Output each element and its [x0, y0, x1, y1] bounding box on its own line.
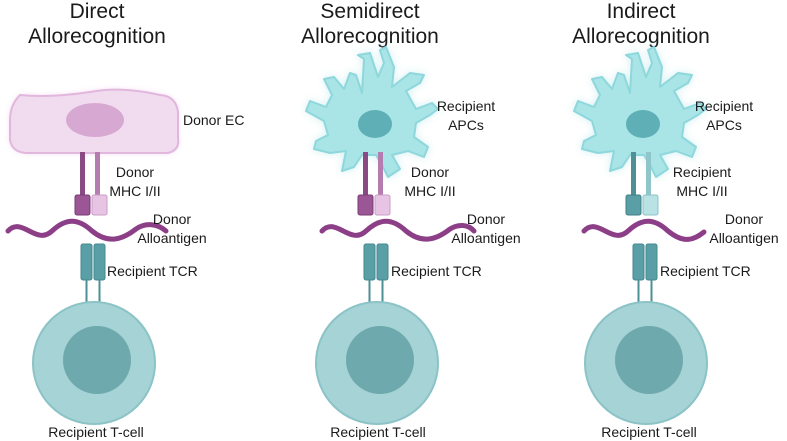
antigen-label-line2: Alloantigen — [137, 230, 206, 246]
tcell-label: Recipient T-cell — [601, 424, 696, 440]
nucleus — [346, 326, 414, 394]
nucleus — [63, 326, 131, 394]
mhc-label-line2: MHC I/II — [109, 183, 160, 199]
tcr-label: Recipient TCR — [391, 263, 482, 279]
antigen-label-line1: Donor — [725, 211, 763, 227]
panel-title-line1: Direct — [70, 0, 125, 23]
donor-mhc — [74, 152, 108, 216]
tcr-label: Recipient TCR — [660, 263, 751, 279]
panel-title-line2: Allorecognition — [301, 25, 439, 48]
t-cell — [315, 301, 439, 425]
nucleus — [615, 326, 683, 394]
mhc-label-line2: MHC I/II — [676, 183, 727, 199]
tcell-label: Recipient T-cell — [48, 424, 143, 440]
mhc-label-line1: Recipient — [673, 164, 731, 180]
mhc-label-line1: Donor — [116, 164, 154, 180]
alloantigen-strand — [581, 218, 707, 242]
tcr-receptor — [80, 243, 106, 313]
panel-semidirect: Semidirect Allorecognition Recipient APC… — [301, 0, 521, 440]
nucleus — [358, 110, 392, 138]
presenting-cell-label-line1: Recipient — [437, 98, 495, 114]
presenting-cell-label: Donor EC — [183, 112, 244, 128]
antigen-label-line2: Alloantigen — [709, 230, 778, 246]
donor-endothelial-cell — [9, 88, 180, 154]
panel-title-line2: Allorecognition — [572, 25, 710, 48]
antigen-label-line1: Donor — [153, 211, 191, 227]
recipient-mhc — [625, 152, 659, 216]
presenting-cell-label-line1: Recipient — [695, 98, 753, 114]
tcell-label: Recipient T-cell — [330, 424, 425, 440]
recipient-apc-cell — [573, 46, 707, 178]
t-cell — [32, 301, 156, 425]
antigen-label-line1: Donor — [467, 211, 505, 227]
panel-title-line2: Allorecognition — [28, 25, 166, 48]
nucleus — [66, 103, 124, 137]
mhc-label-line1: Donor — [411, 164, 449, 180]
t-cell — [584, 301, 708, 425]
alloantigen-strand — [5, 218, 169, 242]
antigen-label-line2: Alloantigen — [451, 230, 520, 246]
panel-indirect: Indirect Allorecognition Recipient APCs … — [572, 0, 779, 440]
presenting-cell-label-line2: APCs — [448, 117, 484, 133]
recipient-apc-cell — [305, 46, 439, 178]
alloantigen-strand — [319, 218, 477, 242]
panel-title-line1: Indirect — [607, 0, 676, 23]
tcr-label: Recipient TCR — [107, 263, 198, 279]
donor-mhc — [357, 152, 391, 216]
tcr-receptor — [363, 243, 389, 313]
mhc-label-line2: MHC I/II — [404, 183, 455, 199]
nucleus — [626, 110, 660, 138]
panel-direct: Direct Allorecognition Donor EC Donor MH… — [5, 0, 244, 440]
panel-title-line1: Semidirect — [320, 0, 419, 23]
presenting-cell-label-line2: APCs — [706, 117, 742, 133]
